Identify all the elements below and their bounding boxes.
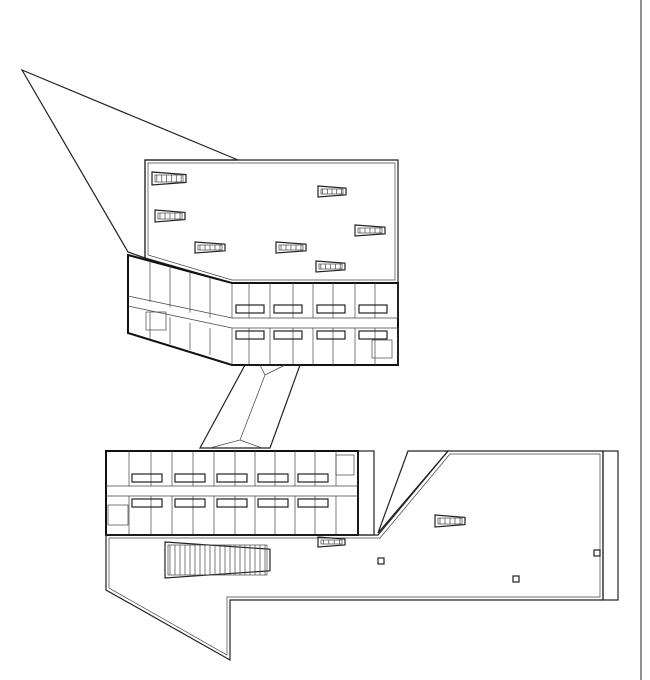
skylights bbox=[151, 171, 466, 579]
hatched-strip-right bbox=[602, 450, 619, 601]
bathroom-pod bbox=[131, 498, 163, 508]
skylight bbox=[434, 514, 466, 528]
bathroom-pod bbox=[257, 498, 289, 508]
bathroom-pod bbox=[174, 498, 206, 508]
bathroom-pod bbox=[297, 473, 329, 483]
lower-room-block bbox=[105, 450, 359, 536]
skylight bbox=[154, 209, 186, 223]
column bbox=[593, 549, 601, 557]
bridge bbox=[198, 364, 301, 449]
stair bbox=[335, 454, 355, 476]
skylight bbox=[317, 536, 346, 548]
bathroom-pod bbox=[216, 498, 248, 508]
skylight bbox=[317, 185, 347, 198]
bathroom-pod bbox=[297, 498, 329, 508]
skylight bbox=[354, 224, 386, 237]
bathroom-pod bbox=[358, 330, 388, 340]
bathroom-pod bbox=[273, 330, 303, 340]
skylight bbox=[315, 260, 346, 273]
bathroom-pod bbox=[316, 330, 346, 340]
bathroom-pod bbox=[358, 304, 388, 314]
bathroom-pod bbox=[316, 304, 346, 314]
hatched-wedge-upper bbox=[20, 68, 239, 259]
bathroom-pod bbox=[273, 304, 303, 314]
skylight bbox=[275, 241, 307, 254]
bathroom-pod bbox=[131, 473, 163, 483]
skylight bbox=[194, 241, 226, 254]
stair bbox=[371, 339, 393, 359]
skylight bbox=[164, 541, 271, 579]
column bbox=[377, 557, 385, 565]
skylight bbox=[151, 171, 187, 186]
column bbox=[512, 575, 520, 583]
bathroom-pod bbox=[174, 473, 206, 483]
bathroom-pod bbox=[216, 473, 248, 483]
hatched-strip-lower bbox=[357, 450, 375, 536]
bathroom-pod bbox=[235, 304, 265, 314]
stair bbox=[145, 311, 167, 331]
bathroom-pod bbox=[257, 473, 289, 483]
hatched-wedge-lower bbox=[377, 450, 450, 534]
upper-room-block bbox=[127, 253, 399, 366]
stair bbox=[107, 504, 129, 526]
bathroom-pod bbox=[235, 330, 265, 340]
